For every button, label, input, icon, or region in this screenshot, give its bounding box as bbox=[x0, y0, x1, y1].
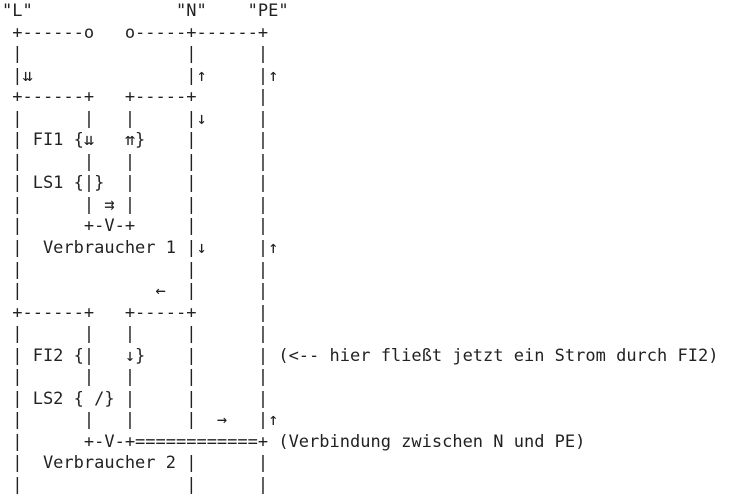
document-page: "L" "N" "PE" +------o o-----+------+ | |… bbox=[2, 1, 719, 496]
ascii-circuit-diagram: "L" "N" "PE" +------o o-----+------+ | |… bbox=[2, 1, 719, 496]
